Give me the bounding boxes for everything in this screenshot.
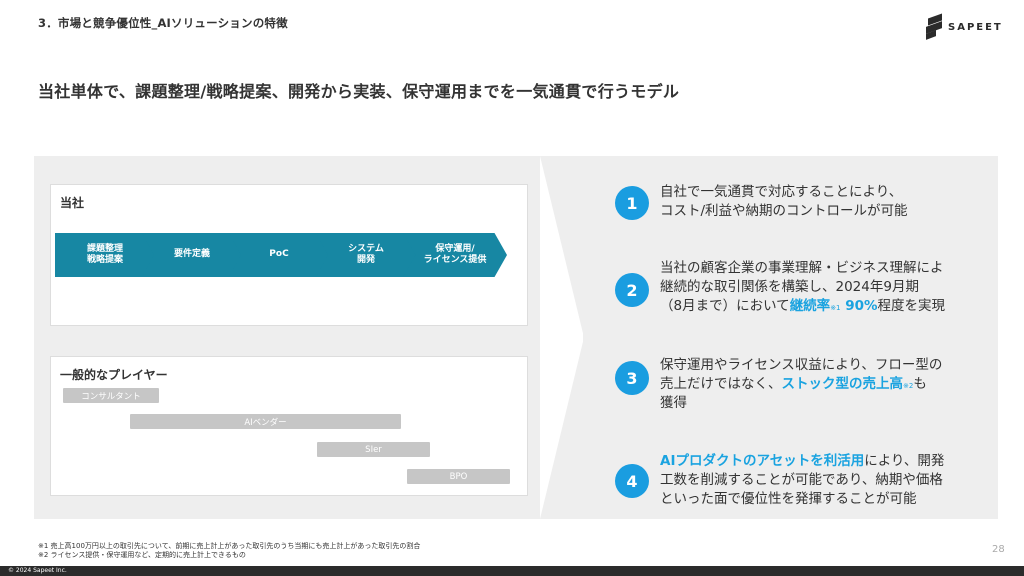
sapeet-logo: SAPEET	[926, 13, 1003, 40]
step-poc: PoC	[229, 233, 329, 277]
step-issue-strategy: 課題整理戦略提案	[55, 233, 155, 277]
step-requirements: 要件定義	[142, 233, 242, 277]
copyright: © 2024 Sapeet Inc.	[8, 567, 67, 574]
player-consultant: コンサルタント	[63, 388, 159, 403]
footnote-1: ※1 売上高100万円以上の取引先について、前期に売上計上があった取引先のうち当…	[38, 542, 421, 550]
comparison-panel: 当社 課題整理戦略提案 要件定義 PoC システム開発 保守運用/ライセンス提供…	[34, 156, 540, 519]
company-title: 当社	[60, 196, 85, 210]
point-text: 自社で一気通貫で対応することにより、 コスト/利益や納期のコントロールが可能	[660, 184, 908, 219]
point-number: 4	[615, 464, 649, 498]
point-text: AIプロダクトのアセットを利活用により、開発 工数を削減することが可能であり、納…	[660, 453, 945, 507]
step-maintenance-license: 保守運用/ライセンス提供	[403, 233, 507, 277]
point-text: 保守運用やライセンス収益により、フロー型の 売上だけではなく、ストック型の売上高…	[660, 357, 943, 411]
point-number: 1	[615, 186, 649, 220]
point-number: 2	[615, 273, 649, 307]
point-4: 4 AIプロダクトのアセットを利活用により、開発 工数を削減することが可能であり…	[615, 452, 995, 509]
points-panel	[583, 156, 998, 519]
page-title: 当社単体で、課題整理/戦略提案、開発から実装、保守運用までを一気通貫で行うモデル	[38, 82, 680, 101]
footnotes: ※1 売上高100万円以上の取引先について、前期に売上計上があった取引先のうち当…	[38, 542, 420, 561]
player-ai-vendor: AIベンダー	[130, 414, 401, 429]
player-sier: SIer	[317, 442, 430, 457]
panel-arrow	[540, 156, 584, 519]
point-number: 3	[615, 361, 649, 395]
logo-text: SAPEET	[948, 21, 1003, 33]
point-3: 3 保守運用やライセンス収益により、フロー型の 売上だけではなく、ストック型の売…	[615, 356, 995, 413]
point-2: 2 当社の顧客企業の事業理解・ビジネス理解によ 継続的な取引関係を構築し、202…	[615, 259, 995, 316]
breadcrumb: 3．市場と競争優位性_AIソリューションの特徴	[38, 16, 288, 30]
point-text: 当社の顧客企業の事業理解・ビジネス理解によ 継続的な取引関係を構築し、2024年…	[660, 260, 946, 314]
footer-bar	[0, 566, 1024, 576]
footnote-2: ※2 ライセンス提供・保守運用など、定期的に売上計上できるもの	[38, 551, 246, 560]
step-system-dev: システム開発	[316, 233, 416, 277]
general-players-box: 一般的なプレイヤー コンサルタント AIベンダー SIer BPO	[50, 356, 528, 496]
logo-mark-icon	[926, 13, 942, 40]
general-title: 一般的なプレイヤー	[60, 368, 168, 382]
point-1: 1 自社で一気通貫で対応することにより、 コスト/利益や納期のコントロールが可能	[615, 183, 995, 221]
page-number: 28	[992, 544, 1005, 555]
player-bpo: BPO	[407, 469, 510, 484]
company-box: 当社 課題整理戦略提案 要件定義 PoC システム開発 保守運用/ライセンス提供	[50, 184, 528, 326]
